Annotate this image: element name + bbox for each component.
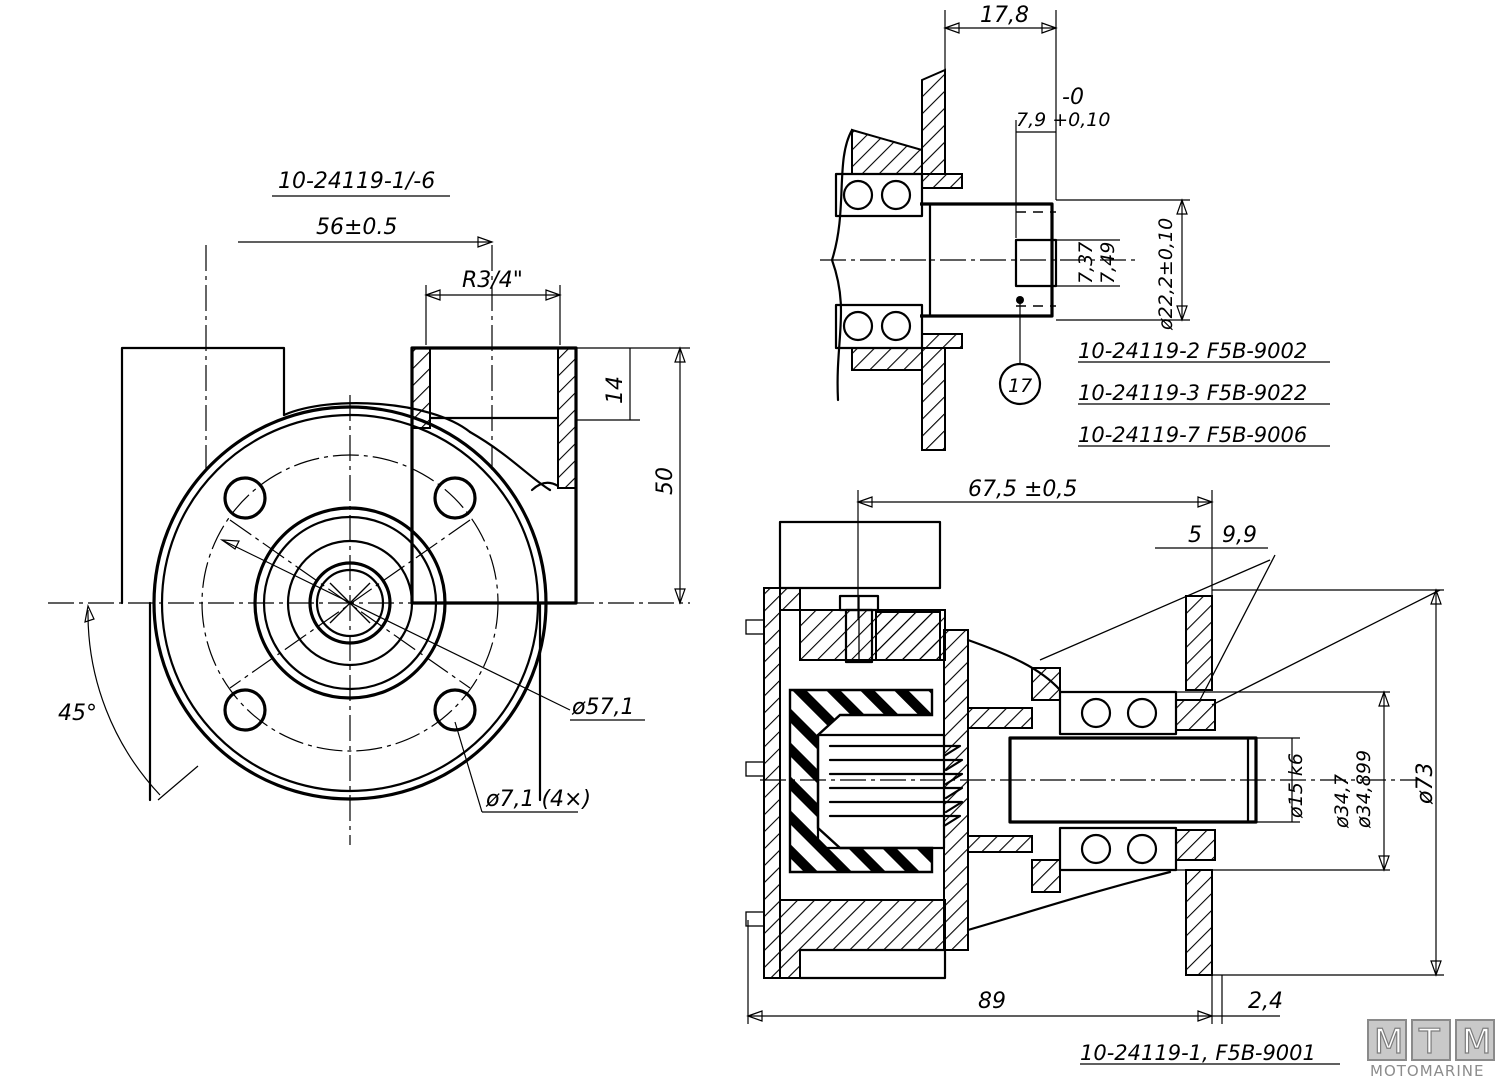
dim-height: 50 — [653, 467, 678, 495]
dim-offset: 56±0.5 — [316, 215, 397, 240]
front-view: 10-24119-1/-6 56±0.5 R3/4" 14 50 45° ø57… — [48, 169, 690, 845]
dim-angle: 45° — [58, 701, 97, 726]
variant-1: 10-24119-2 F5B-9002 — [1078, 339, 1307, 363]
dim-depth: 14 — [603, 376, 628, 404]
dim-top: 67,5 ±0,5 — [968, 477, 1077, 502]
callout-17: 17 — [1008, 375, 1032, 397]
dim-outer: ø73 — [1413, 763, 1438, 805]
dim-5: 5 — [1188, 523, 1202, 548]
svg-text:M: M — [1374, 1022, 1403, 1062]
dim-tol: -0 — [1062, 85, 1084, 110]
dim-width: 17,8 — [980, 3, 1029, 28]
svg-text:MOTOMARINE: MOTOMARINE — [1370, 1062, 1484, 1080]
variant-2: 10-24119-3 F5B-9022 — [1078, 381, 1307, 405]
dim-key-h1: 7,37 — [1075, 242, 1097, 284]
svg-text:M: M — [1462, 1022, 1491, 1062]
variant-3: 10-24119-7 F5B-9006 — [1078, 423, 1307, 447]
dim-shaft: ø15 k6 — [1285, 753, 1307, 819]
dim-key-h2: 7,49 — [1097, 242, 1119, 284]
dim-thread: R3/4" — [462, 268, 523, 293]
dim-shaft-dia: ø22,2±0,10 — [1155, 218, 1177, 331]
section-part-ref: 10-24119-1, F5B-9001 — [1080, 1041, 1316, 1065]
dim-9-9: 9,9 — [1222, 523, 1257, 548]
dim-len: 89 — [978, 989, 1006, 1014]
svg-text:T: T — [1418, 1022, 1440, 1062]
motomarine-logo: M T M MOTOMARINE — [1367, 1019, 1495, 1080]
dim-bore2: ø34,899 — [1353, 750, 1375, 829]
dim-bolt-circle: ø57,1 — [571, 695, 634, 720]
dim-holes: ø7,1 (4×) — [485, 787, 591, 812]
detail-view: 17,8 -0 7,9 +0,10 ø22,2±0,10 7,37 7,49 1… — [820, 3, 1330, 451]
dim-2-4: 2,4 — [1248, 989, 1283, 1014]
section-view: 67,5 ±0,5 5 9,9 ø15 k6 ø34,7 ø34,899 ø73… — [745, 477, 1444, 1065]
front-part-ref: 10-24119-1/-6 — [278, 169, 435, 194]
dim-bore1: ø34,7 — [1331, 774, 1353, 829]
dim-key: 7,9 +0,10 — [1016, 109, 1110, 131]
